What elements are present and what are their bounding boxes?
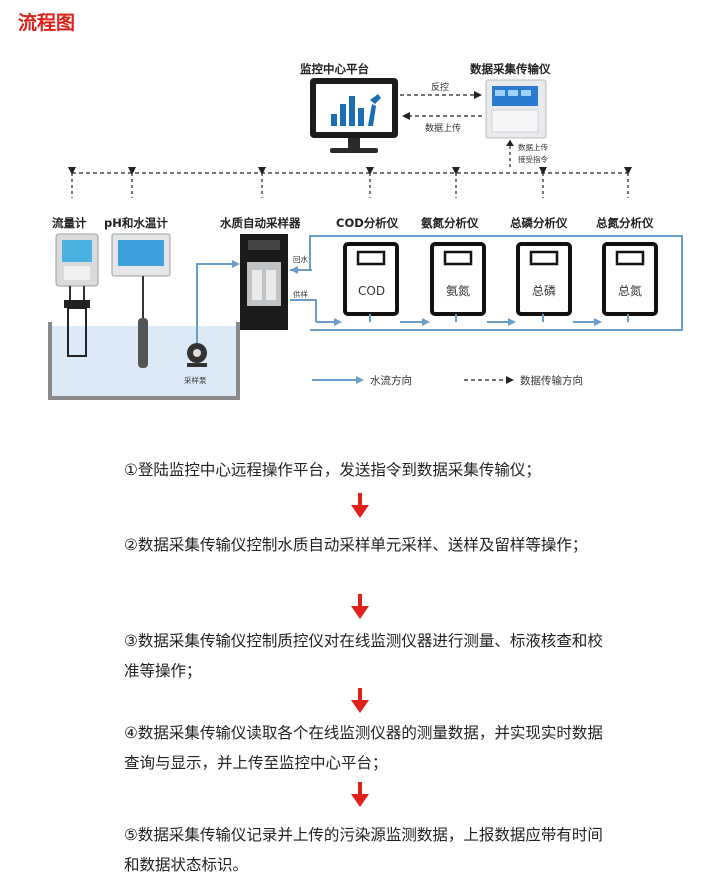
down-arrow-icon	[351, 782, 369, 807]
page-title: 流程图	[18, 12, 76, 34]
down-arrow-icon	[351, 594, 369, 619]
ammonia-inner-label: 氨氮	[446, 283, 470, 298]
data-collector-icon	[485, 79, 547, 139]
step-2: ②数据采集传输仪控制水质自动采样单元采样、送样及留样等操作；	[124, 536, 588, 554]
tn-analyzer-label: 总氮分析仪	[596, 216, 654, 230]
data-upload-label: 数据上传	[425, 122, 461, 134]
auto-sampler-icon	[240, 234, 288, 330]
cod-analyzer-icon	[343, 242, 399, 316]
tp-analyzer-label: 总磷分析仪	[510, 216, 568, 230]
data-upload-2-label: 数据上传	[518, 142, 548, 152]
step-4: ④数据采集传输仪读取各个在线监测仪器的测量数据，并实现实时数据查询与显示，并上传…	[124, 724, 603, 772]
legend-water-label: 水流方向	[370, 374, 412, 387]
sampling-pump-label: 采样泵	[184, 375, 207, 385]
step-3: ③数据采集传输仪控制质控仪对在线监测仪器进行测量、标液核查和校准等操作；	[124, 632, 603, 680]
legend-data-label: 数据传输方向	[520, 374, 583, 387]
monitor-center-label: 监控中心平台	[300, 62, 369, 76]
monitor-icon	[310, 78, 398, 153]
flow-meter-label: 流量计	[52, 216, 87, 230]
bus-drops	[68, 167, 632, 198]
tn-inner-label: 总氮	[618, 283, 642, 298]
sampling-pump-icon	[187, 343, 207, 367]
receive-cmd-label: 接受指令	[518, 154, 548, 164]
return-water-label: 回水	[293, 254, 308, 264]
cod-analyzer-label: COD分析仪	[336, 216, 399, 230]
tn-analyzer-icon	[602, 242, 658, 316]
ph-meter-label: pH和水温计	[104, 216, 168, 230]
ammonia-analyzer-label: 氨氮分析仪	[421, 216, 479, 230]
step-1: ①登陆监控中心远程操作平台，发送指令到数据采集传输仪；	[124, 461, 541, 479]
supply-sample-label: 供样	[293, 289, 308, 299]
tp-inner-label: 总磷	[532, 283, 556, 298]
step-5: ⑤数据采集传输仪记录并上传的污染源监测数据，上报数据应带有时间和数据状态标识。	[124, 826, 603, 874]
feedback-label: 反控	[431, 81, 449, 93]
tp-analyzer-icon	[516, 242, 572, 316]
down-arrow-icon	[351, 493, 369, 518]
flow-meter-icon	[55, 233, 99, 357]
flow-diagram: 监控中心平台 数据采集传输仪 反控 数据上传 数据上传 接受指令	[48, 62, 683, 400]
data-collector-label: 数据采集传输仪	[470, 62, 551, 76]
ph-meter-icon	[111, 233, 171, 368]
auto-sampler-label: 水质自动采样器	[220, 216, 301, 230]
down-arrow-icon	[351, 688, 369, 713]
ammonia-analyzer-icon	[430, 242, 486, 316]
cod-inner-label: COD	[358, 284, 385, 298]
